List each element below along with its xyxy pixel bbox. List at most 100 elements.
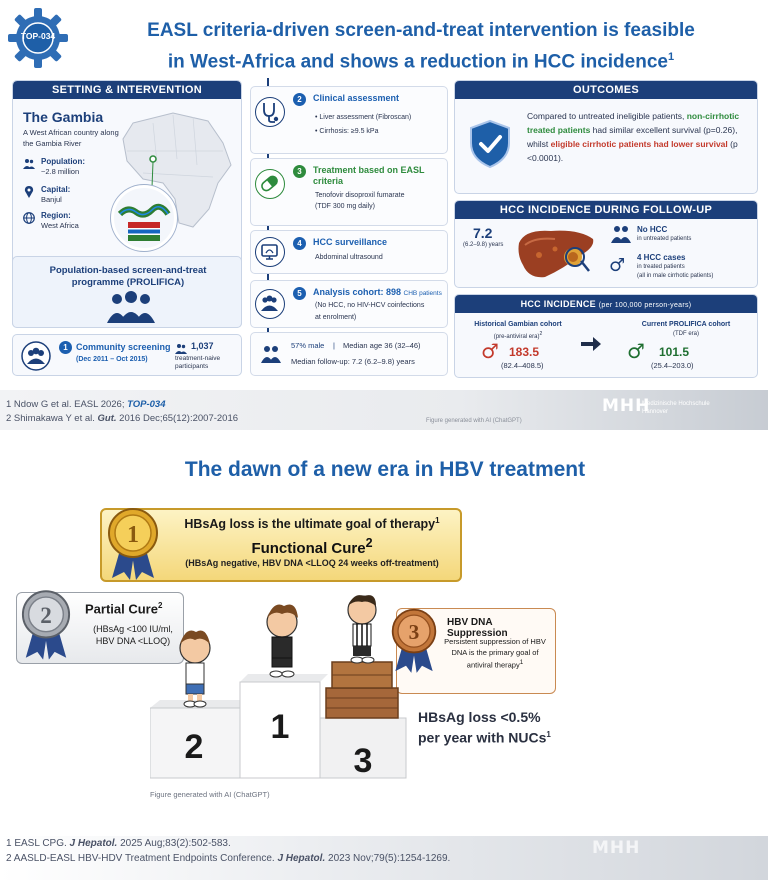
hbsag-loss-sup: 1 <box>546 730 551 739</box>
pill-icon <box>255 169 285 199</box>
people-icon <box>23 159 35 169</box>
outcomes-cirrhotic: eligible cirrhotic patients had lower su… <box>550 139 728 149</box>
median-age: Median age 36 (32–46) <box>343 341 421 350</box>
cartoon-boy-2-icon <box>179 630 211 708</box>
incidence-rate-unit: (per 100,000 person-years) <box>598 302 692 309</box>
title-line-1: EASL criteria-driven screen-and-treat in… <box>147 20 695 41</box>
banner-line-3: (HBsAg negative, HBV DNA <LLOQ 24 weeks … <box>185 558 439 568</box>
step-detail: Tenofovir disoproxil fumarate <box>315 192 405 199</box>
step-analysis-cohort: 5 Analysis cohort: 898 CHB patients (No … <box>250 280 448 328</box>
step-number-3: 3 <box>293 165 306 178</box>
people-icon <box>611 226 631 243</box>
male-people-icon <box>261 346 281 363</box>
ref2-suffix: 2023 Nov;79(5):1254-1269. <box>325 853 451 864</box>
step-title-3: Treatment based on EASL criteria <box>313 165 425 186</box>
historical-sub-text: (pre-antiviral era) <box>493 334 540 340</box>
hbv-dna-text: Persistent suppression of HBV DNA is the… <box>439 637 551 671</box>
historical-cohort-sub: (pre-antiviral era)2 <box>463 331 573 340</box>
banner-sup-1: 1 <box>435 516 440 525</box>
globe-icon <box>23 212 35 224</box>
wooden-crates-icon <box>325 661 399 719</box>
ref2-emphasis: Gut. <box>97 413 117 424</box>
step-number-4: 4 <box>293 237 306 250</box>
step-detail: (TDF 300 mg daily) <box>315 203 375 210</box>
reference-1: 1 Ndow G et al. EASL 2026; TOP-034 <box>6 398 238 412</box>
ref1-prefix: 1 EASL CPG. <box>6 838 70 849</box>
step-title-2: Clinical assessment <box>313 93 400 103</box>
partial-sub-1: (HBsAg <100 IU/ml, <box>93 624 173 634</box>
hcc-cases-sub1: in treated patients <box>637 264 685 270</box>
step-title-4: HCC surveillance <box>313 237 388 247</box>
title-superscript: 1 <box>667 51 675 63</box>
podium-number-1: 1 <box>271 708 290 746</box>
partial-title-text: Partial Cure <box>85 601 158 617</box>
outcomes-noncirrhotic: non-cirrhotic treated patients <box>527 111 740 135</box>
banner-line-1: HBsAg loss is the ultimate goal of thera… <box>164 516 460 531</box>
historical-range: (82.4–408.5) <box>501 361 544 370</box>
participant-count: 1,037 <box>191 341 214 351</box>
hbv-dna-title: HBV DNA Suppression <box>447 617 508 639</box>
hbv-dna-sup: 1 <box>519 659 524 666</box>
historical-cohort-label: Historical Gambian cohort <box>474 321 562 328</box>
ref2-suffix: 2016 Dec;65(12):2007-2016 <box>116 413 239 424</box>
badge-label: TOP-034 <box>20 31 56 41</box>
ref1-prefix: 1 Ndow G et al. EASL 2026; <box>6 399 128 410</box>
partial-sub-2: HBV DNA <LLOQ) <box>95 636 171 646</box>
historical-sub-sup: 2 <box>539 331 543 337</box>
population-label: Population: <box>41 157 85 166</box>
male-symbol-green-icon: ♂ <box>627 339 645 363</box>
incidence-rate-panel: HCC INCIDENCE (per 100,000 person-years)… <box>454 294 758 378</box>
median-follow-up: Median follow-up: 7.2 (6.2–9.8) years <box>291 357 415 366</box>
setting-header: SETTING & INTERVENTION <box>13 81 241 99</box>
community-people-icon <box>107 291 155 323</box>
partial-cure-title: Partial Cure2 <box>85 601 162 616</box>
bronze-medal-icon: 3 <box>391 608 437 673</box>
outcomes-pvalue: (p <0.0001). <box>527 139 738 163</box>
step-treatment: 3 Treatment based on EASL criteria Tenof… <box>250 158 448 226</box>
male-symbol-icon: ♂ <box>609 255 626 276</box>
slide-hcc-incidence: TOP-034 EASL criteria-driven screen-and-… <box>0 0 768 430</box>
logo-text-2: Hannover <box>642 409 669 415</box>
incidence-follow-up-panel: HCC INCIDENCE DURING FOLLOW-UP 7.2 (6.2–… <box>454 200 758 288</box>
male-symbol-red-icon: ♂ <box>481 339 499 363</box>
step-surveillance: 4 HCC surveillance Abdominal ultrasound <box>250 230 448 274</box>
arrow-right-icon <box>581 337 601 351</box>
ref1-suffix: 2025 Aug;83(2):502-583. <box>117 838 231 849</box>
figure-note: Figure generated with AI (ChatGPT) <box>426 418 522 424</box>
incidence-rate-header: HCC INCIDENCE (per 100,000 person-years) <box>455 295 757 313</box>
no-hcc-label: No HCC <box>637 225 668 234</box>
ultrasound-monitor-icon <box>255 237 285 267</box>
podium-top-1 <box>240 674 328 682</box>
analysis-cohort-title: Analysis cohort: 898 <box>313 287 402 297</box>
current-cohort-label: Current PROLIFICA cohort <box>641 321 731 328</box>
capital-value: Banjul <box>41 195 62 204</box>
hbv-dna-text-body: Persistent suppression of HBV DNA is the… <box>444 637 546 670</box>
location-pin-icon <box>24 186 34 198</box>
hcc-cases: 4 HCC cases <box>637 253 686 262</box>
mhh-logo-text: Medizinische Hochschule Hannover <box>642 400 710 416</box>
podium-illustration: 2 1 3 <box>150 595 407 780</box>
workflow-steps: 2 Clinical assessment • Liver assessment… <box>250 80 448 380</box>
mhh-logo: MHH <box>592 838 641 858</box>
incidence-rate-title: HCC INCIDENCE <box>520 299 596 309</box>
silver-medal-icon: 2 <box>21 590 71 660</box>
incidence-follow-header: HCC INCIDENCE DURING FOLLOW-UP <box>455 201 757 219</box>
outcomes-header: OUTCOMES <box>455 81 757 99</box>
hcc-cases-sub2: (all in male cirrhotic patients) <box>637 273 714 279</box>
male-share: 57% male <box>291 341 325 350</box>
slide-title: EASL criteria-driven screen-and-treat in… <box>86 18 756 75</box>
community-screening-box: 1 Community screening (Dec 2011 – Oct 20… <box>12 334 242 376</box>
reference-2: 2 Shimakawa Y et al. Gut. 2016 Dec;65(12… <box>6 412 238 426</box>
hbsag-loss-line-2: per year with NUCs1 <box>418 726 618 747</box>
cartoon-boy-3-icon <box>347 595 377 664</box>
region-value: West Africa <box>41 221 79 230</box>
current-cohort-sub: (TDF era) <box>673 331 699 337</box>
partial-cure-subtitle: (HBsAg <100 IU/ml, HBV DNA <LLOQ) <box>83 623 183 647</box>
historical-value: 183.5 <box>509 345 540 359</box>
hbsag-loss-line-2-text: per year with NUCs <box>418 729 547 746</box>
figure-note: Figure generated with AI (ChatGPT) <box>150 790 270 799</box>
gambia-river-icon <box>117 203 171 241</box>
mhh-logo: MHH <box>602 396 651 416</box>
community-title: Community screening <box>76 342 171 352</box>
analysis-cohort-suffix: CHB patients <box>403 290 442 297</box>
